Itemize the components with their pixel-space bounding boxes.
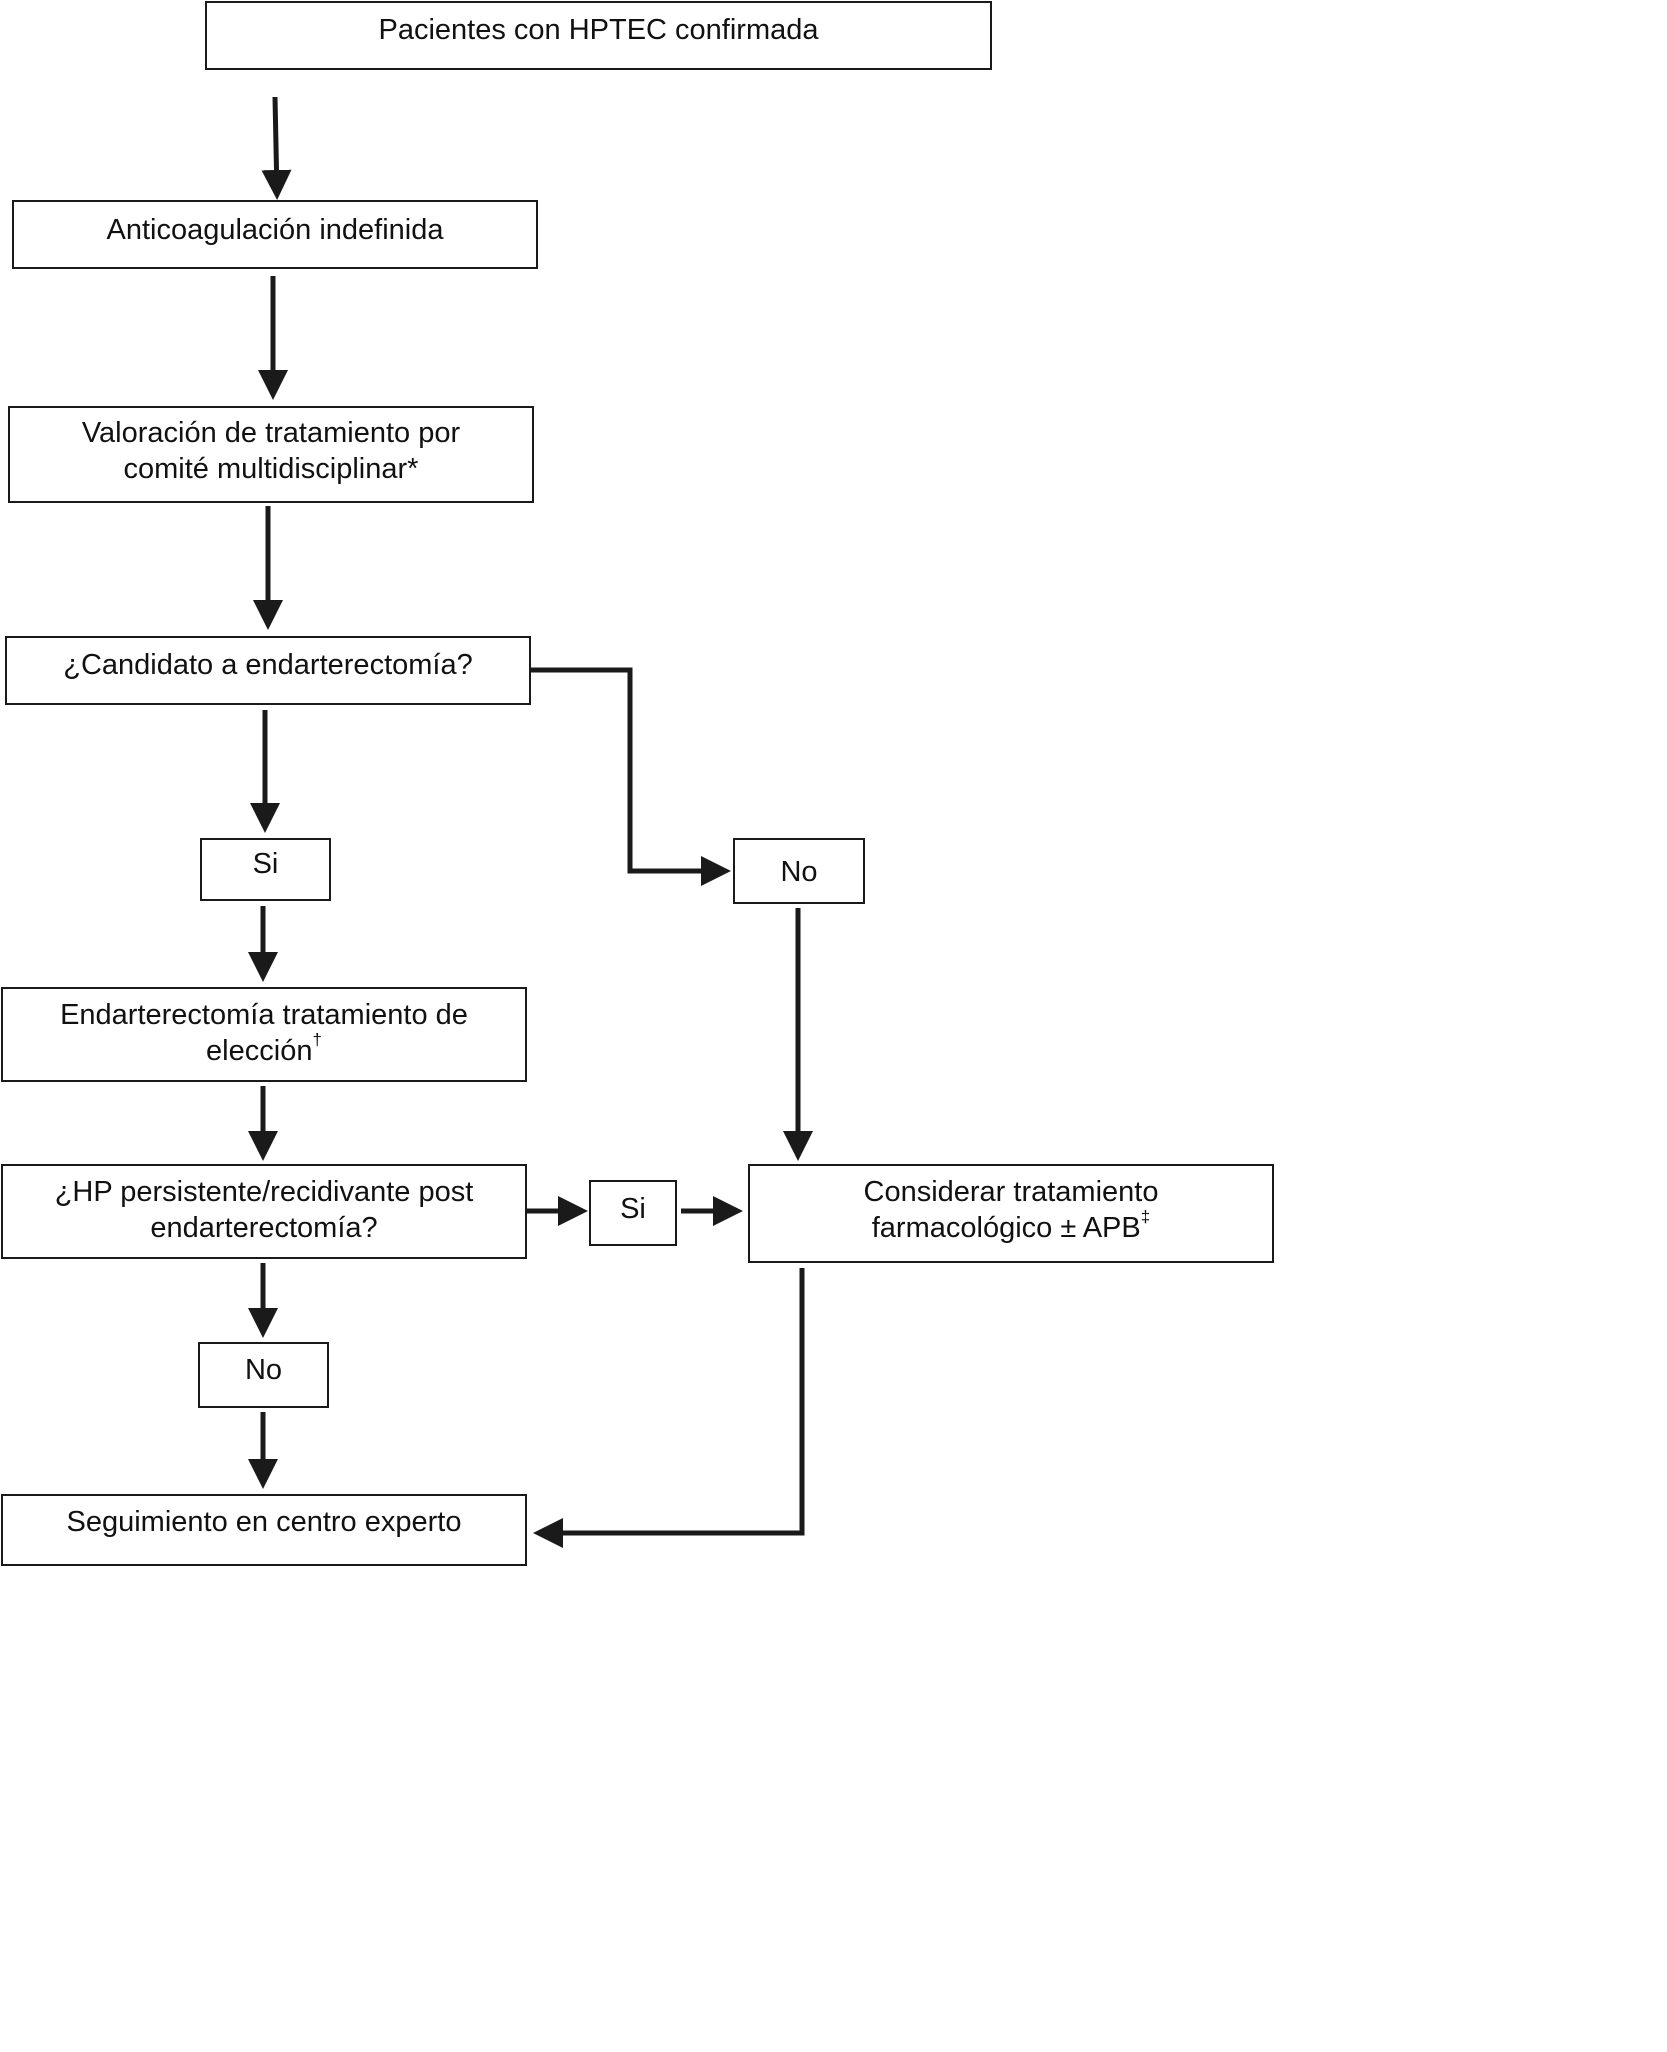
dagger-footnote-mark: † [312,1029,322,1049]
node-confirmed-patients: Pacientes con HPTEC confirmada [205,1,992,70]
node-endarterectomy-candidate: ¿Candidato a endarterectomía? [5,636,531,705]
arrow-pharmacological-to-follow-up [533,1268,805,1548]
node-pharmacological-treatment-line1: Considerar tratamiento [863,1175,1159,1208]
node-indefinite-anticoagulation-text: Anticoagulación indefinida [106,213,444,246]
node-multidisciplinary-assessment: Valoración de tratamiento por comité mul… [8,406,534,503]
node-candidate-no-text: No [780,856,818,888]
node-persistent-no-text: No [244,1354,283,1386]
flowchart-connectors [248,96,813,1548]
node-candidate-yes-text: Si [252,847,279,880]
node-confirmed-patients-text: Pacientes con HPTEC confirmada [378,13,819,46]
node-expert-center-follow-up: Seguimiento en centro experto [1,1494,527,1566]
node-pharmacological-treatment-line2: farmacológico ± APB‡ [864,1206,1159,1246]
node-persistent-yes: Si [589,1180,677,1246]
arrow-candidate-to-no [531,667,731,886]
node-persistent-no: No [198,1342,329,1408]
node-endarterectomy-treatment: Endarterectomía tratamiento de elección† [1,987,527,1082]
node-multidisciplinary-assessment-line1: Valoración de tratamiento por [81,416,461,449]
node-pharmacological-treatment-line2-text: farmacológico ± APB [871,1211,1141,1244]
node-indefinite-anticoagulation: Anticoagulación indefinida [12,200,538,269]
node-endarterectomy-treatment-line2: elección† [60,1029,468,1069]
node-endarterectomy-candidate-text: ¿Candidato a endarterectomía? [63,648,473,681]
node-persistent-ph: ¿HP persistente/recidivante post endarte… [1,1164,527,1259]
node-persistent-yes-text: Si [620,1193,646,1225]
node-persistent-ph-line1: ¿HP persistente/recidivante post [54,1175,474,1208]
node-expert-center-follow-up-text: Seguimiento en centro experto [66,1506,462,1538]
double-dagger-footnote-mark: ‡ [1140,1206,1151,1226]
node-endarterectomy-treatment-line1: Endarterectomía tratamiento de [60,998,468,1031]
node-pharmacological-treatment: Considerar tratamiento farmacológico ± A… [748,1164,1274,1263]
node-candidate-yes: Si [200,838,331,901]
node-endarterectomy-treatment-line2-text: elección [206,1034,313,1067]
treatment-flowchart: Pacientes con HPTEC confirmada Anticoagu… [1,1,1274,1566]
node-persistent-ph-line2: endarterectomía? [150,1211,378,1244]
arrow-confirmed-to-anticoagulation [261,96,292,200]
node-candidate-no: No [733,838,865,904]
node-multidisciplinary-assessment-line2: comité multidisciplinar* [123,452,419,485]
